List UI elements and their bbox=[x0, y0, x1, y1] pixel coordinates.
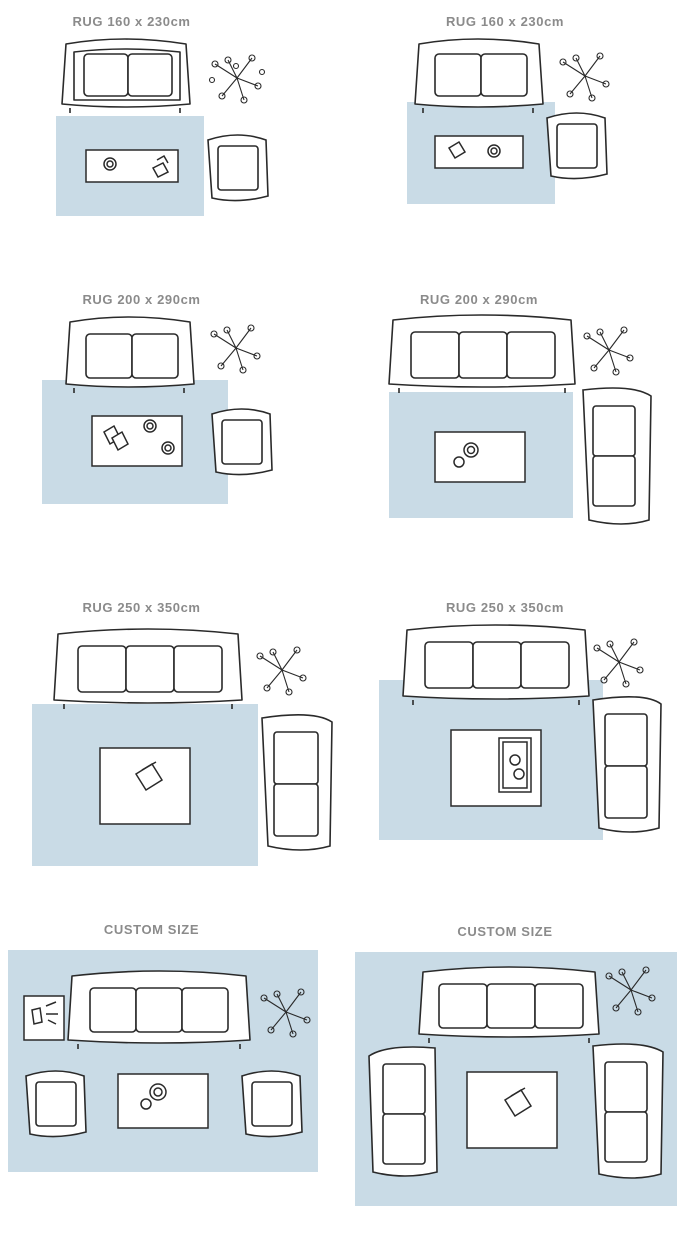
sofa-side bbox=[261, 714, 333, 851]
three-seat-sofa bbox=[388, 314, 576, 393]
coffee-table bbox=[117, 1073, 209, 1129]
panel-title: RUG 250 x 350cm bbox=[445, 600, 565, 615]
three-seat-sofa bbox=[402, 624, 590, 705]
panel-title: RUG 160 x 230cm bbox=[72, 14, 191, 29]
coffee-table bbox=[450, 729, 542, 807]
sofa-side bbox=[582, 387, 652, 525]
room-layout-diagram bbox=[388, 314, 652, 525]
layout-panel-5: RUG 250 x 350cm bbox=[0, 590, 343, 900]
armchair bbox=[211, 408, 273, 476]
plant bbox=[210, 324, 261, 374]
three-seat-sofa bbox=[67, 970, 251, 1049]
room-layout-diagram bbox=[32, 628, 333, 866]
room-layout-diagram bbox=[42, 316, 273, 504]
coffee-table bbox=[434, 135, 524, 169]
layout-panel-7: CUSTOM SIZE bbox=[0, 910, 343, 1230]
panel-title: RUG 250 x 350cm bbox=[82, 600, 201, 615]
layout-panel-8: CUSTOM SIZE bbox=[343, 910, 687, 1230]
two-seat-sofa bbox=[414, 38, 544, 113]
two-seat-sofa bbox=[65, 316, 195, 393]
layout-panel-3: RUG 200 x 290cm bbox=[0, 280, 343, 580]
panel-title: RUG 200 x 290cm bbox=[419, 292, 539, 307]
coffee-table bbox=[91, 415, 183, 467]
plant bbox=[260, 988, 311, 1038]
panel-title: RUG 200 x 290cm bbox=[82, 292, 201, 307]
side-table bbox=[23, 995, 65, 1041]
armchair-right bbox=[241, 1070, 303, 1138]
panel-title: CUSTOM SIZE bbox=[103, 922, 200, 937]
room-layout-diagram bbox=[8, 950, 318, 1172]
layout-panel-4: RUG 200 x 290cm bbox=[343, 280, 687, 580]
plant bbox=[559, 52, 610, 102]
room-layout-diagram bbox=[407, 38, 610, 204]
plant bbox=[208, 54, 266, 104]
room-layout-diagram bbox=[355, 952, 677, 1206]
plant bbox=[605, 966, 656, 1016]
sofa-right bbox=[592, 1043, 664, 1179]
armchair bbox=[207, 134, 269, 202]
three-seat-sofa bbox=[418, 966, 600, 1043]
coffee-table bbox=[466, 1071, 558, 1149]
panel-title: CUSTOM SIZE bbox=[457, 924, 553, 939]
layout-panel-6: RUG 250 x 350cm bbox=[343, 590, 687, 900]
coffee-table bbox=[85, 149, 179, 183]
armchair-left bbox=[25, 1070, 87, 1138]
plant bbox=[256, 646, 307, 696]
sofa-side bbox=[592, 696, 662, 833]
layout-panel-1: RUG 160 x 230cm bbox=[0, 0, 343, 300]
plant bbox=[583, 326, 634, 376]
panel-title: RUG 160 x 230cm bbox=[445, 14, 565, 29]
coffee-table bbox=[99, 747, 191, 825]
sofa-left bbox=[368, 1046, 438, 1177]
layout-panel-2: RUG 160 x 230cm bbox=[343, 0, 687, 300]
room-layout-diagram bbox=[379, 624, 662, 840]
coffee-table bbox=[434, 431, 526, 483]
two-seat-sofa bbox=[61, 38, 191, 113]
armchair bbox=[546, 112, 608, 180]
three-seat-sofa bbox=[53, 628, 243, 709]
room-layout-diagram bbox=[56, 38, 269, 216]
plant bbox=[593, 638, 644, 688]
